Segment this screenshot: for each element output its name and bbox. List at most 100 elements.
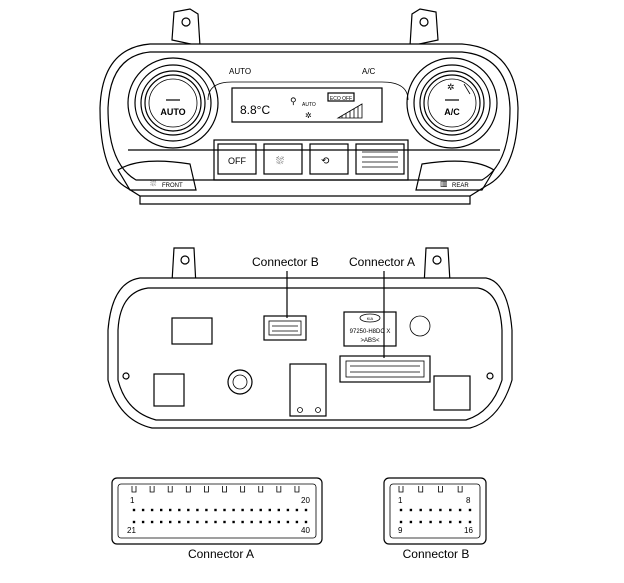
connector-a-latch-tab (294, 486, 300, 493)
connector-b-pin-r2-2 (409, 520, 413, 524)
connector-a-pin-r2-8 (196, 520, 199, 524)
connector-a-pin-20: 20 (301, 496, 310, 505)
connector-a-pin-r1-1 (132, 508, 136, 512)
connector-a-latch-tab (131, 486, 137, 493)
rear-defrost-icon: ▥ (440, 179, 448, 188)
blower-sensor (227, 369, 253, 395)
front-defrost-button[interactable]: ⛆ FRONT (117, 160, 197, 191)
connector-b-pin-r2-8 (468, 520, 472, 524)
connector-a-pin-r1-14 (250, 508, 253, 512)
mounting-tab-right (409, 8, 439, 47)
connector-b-pin-r2-7 (458, 520, 462, 524)
connector-b-pin-8: 8 (466, 496, 471, 505)
connector-a-pin-r1-13 (241, 508, 244, 512)
connector-b-pins (398, 486, 472, 524)
auto-knob[interactable]: AUTO (127, 57, 219, 149)
connector-a-pin-r1-11 (223, 508, 226, 512)
connector-b-pin-r1-4 (429, 508, 432, 512)
connector-b-latch-tab (418, 486, 424, 493)
connector-b-pin-1: 1 (398, 496, 403, 505)
fan-icon: ✲ (447, 82, 455, 92)
connector-b-pin-r1-7 (458, 508, 462, 512)
connector-a-pin-r2-15 (259, 520, 262, 524)
front-control-panel: AUTO ✲ A/C AUTO A/C ECO OFF 8.8°C AUTO ⚲… (99, 8, 519, 205)
off-button-label: OFF (228, 156, 246, 166)
part-number: 97250-H8DC X (350, 329, 391, 335)
connector-b-pin-r1-3 (419, 508, 422, 512)
rear-defrost-switch[interactable] (355, 143, 405, 175)
connector-a-pin-40: 40 (301, 526, 310, 535)
defrost-seat-button[interactable]: ⛆ (263, 143, 303, 175)
front-defrost-icon: ⛆ (150, 179, 157, 188)
rear-housing (107, 277, 513, 429)
connector-a-pin-r1-9 (205, 508, 208, 512)
connector-b-pin-16: 16 (464, 526, 473, 535)
off-button[interactable]: OFF (217, 143, 257, 175)
connector-b-pin-r2-4 (429, 520, 432, 524)
connector-b-latch-tab (457, 486, 463, 493)
center-bracket (289, 363, 327, 417)
connector-a-pin-r2-3 (150, 520, 154, 524)
connector-a-latch-tab (149, 486, 155, 493)
connector-b-pin-r1-6 (449, 508, 452, 512)
connector-a-pin-r1-20 (304, 508, 308, 512)
connector-a-pin-21: 21 (127, 526, 136, 535)
connector-a-pin-r1-7 (187, 508, 190, 512)
connector-a-latch-tab (204, 486, 209, 493)
connector-b-diagram: 1 8 9 16 Connector B (383, 477, 487, 561)
connector-a-pin-r2-10 (214, 520, 217, 524)
connector-a-pin-r1-3 (150, 508, 154, 512)
connector-a-latch-tab (167, 486, 173, 493)
label-connector-a: Connector A (349, 255, 415, 269)
connector-a-pin-r2-12 (232, 520, 235, 524)
display-auto-text: AUTO (229, 67, 251, 76)
connector-a-pin-r1-16 (268, 508, 271, 512)
connector-a-latch-tab (240, 486, 246, 493)
connector-a-pin-r1-10 (214, 508, 217, 512)
button-rear-label: REAR (452, 183, 469, 189)
connector-a-pin-r2-5 (169, 520, 172, 524)
connector-a-pin-r2-4 (160, 520, 163, 524)
display-ac-text: A/C (362, 67, 376, 76)
connector-a-pin-r2-20 (304, 520, 308, 524)
connector-a-pin-r2-6 (178, 520, 181, 524)
connector-a-pin-r2-11 (223, 520, 226, 524)
left-clip (153, 373, 185, 407)
connector-a-pin-r1-2 (141, 508, 145, 512)
connector-a-pin-r2-7 (187, 520, 190, 524)
display-temp: 8.8°C (240, 103, 270, 117)
center-display: AUTO A/C ECO OFF 8.8°C AUTO ⚲ ✲ (207, 67, 409, 123)
connector-b-pin-r1-2 (409, 508, 413, 512)
connector-b-latch-tab (438, 486, 443, 493)
connector-b-caption: Connector B (403, 547, 470, 561)
connector-a-pin-r2-13 (241, 520, 244, 524)
connector-b-latch-tab (398, 486, 404, 493)
connector-a-latch-tab (222, 486, 227, 493)
connector-a-socket (339, 355, 431, 383)
car-recirculation-icon: ⟲ (321, 156, 330, 167)
connector-b-pin-9: 9 (398, 526, 403, 535)
kia-logo: KIA (367, 316, 374, 321)
connector-a-pin-r1-15 (259, 508, 262, 512)
connector-a-pins (131, 486, 308, 524)
connector-a-pin-r1-18 (286, 508, 290, 512)
connector-b-pin-r1-5 (439, 508, 442, 512)
connector-a-pin-r2-14 (250, 520, 253, 524)
label-area (171, 317, 213, 345)
fan-speed-icon: ✲ (305, 111, 312, 120)
connector-a-pin-r2-17 (277, 520, 280, 524)
connector-a-pin-r1-4 (160, 508, 163, 512)
rear-defrost-button[interactable]: ▥ REAR (415, 160, 495, 191)
right-clip (433, 375, 471, 411)
connector-a-diagram: 1 20 21 40 Connector A (111, 477, 323, 561)
ac-knob[interactable]: ✲ A/C (406, 57, 498, 149)
connector-a-pin-r1-5 (169, 508, 172, 512)
material-code: >ABS< (360, 338, 380, 344)
connector-a-pin-r1-17 (277, 508, 280, 512)
connector-b-pin-r2-1 (399, 520, 403, 524)
label-connector-b: Connector B (252, 255, 319, 269)
recirculation-button[interactable]: ⟲ (309, 143, 349, 175)
connector-b-pin-r2-3 (419, 520, 422, 524)
connector-a-pin-r2-18 (286, 520, 290, 524)
